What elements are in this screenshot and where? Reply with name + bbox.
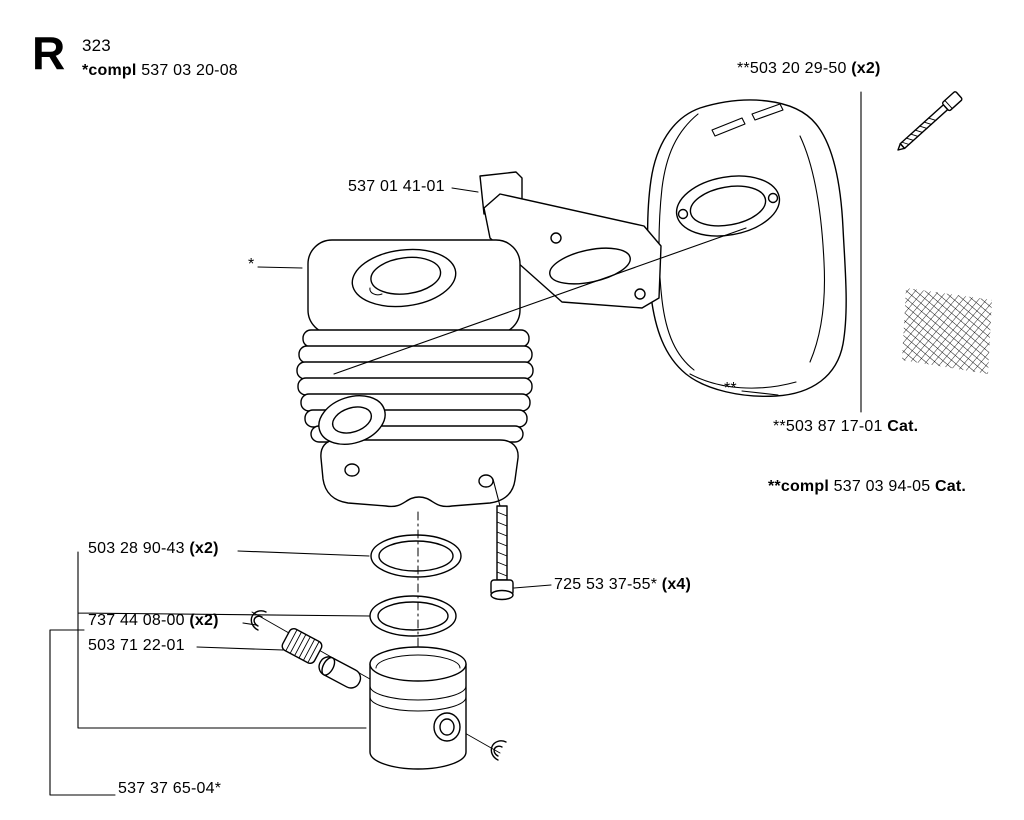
piston-ring-2-drawing bbox=[369, 595, 457, 637]
piston-pin-part-label: 503 71 22-01 bbox=[88, 637, 185, 654]
model-number: 323 bbox=[82, 36, 111, 55]
cylinder-drawing bbox=[296, 239, 534, 508]
bearing-drawing bbox=[281, 628, 323, 664]
spark-screen-drawing bbox=[902, 288, 992, 374]
muffler-compl-label: **compl 537 03 94-05 Cat. bbox=[768, 478, 967, 495]
piston-rings-part-label: 503 28 90-43 (x2) bbox=[88, 540, 219, 557]
gasket-drawing bbox=[479, 171, 662, 309]
piston-ring-1-drawing bbox=[370, 534, 462, 578]
piston-pin-drawing bbox=[318, 656, 362, 689]
circlip-1-drawing bbox=[250, 610, 267, 631]
assembly-compl-label: *compl 537 03 20-08 bbox=[82, 62, 238, 79]
circlip-2-drawing bbox=[490, 740, 507, 761]
leader-lines bbox=[49, 91, 862, 796]
piston-part-label: 537 37 65-04* bbox=[118, 780, 222, 797]
muffler-ref-mark: ** bbox=[724, 380, 737, 397]
bolt-drawing bbox=[897, 91, 963, 151]
muffler-drawing bbox=[646, 99, 847, 398]
screw-drawing bbox=[490, 505, 514, 601]
screen-kit-part-label: **503 87 17-01 Cat. bbox=[773, 418, 919, 435]
bolt-part-label: **503 20 29-50 (x2) bbox=[737, 60, 881, 77]
section-letter: R bbox=[32, 27, 66, 79]
screw-part-label: 725 53 37-55* (x4) bbox=[554, 576, 692, 593]
gasket-part-label: 537 01 41-01 bbox=[348, 178, 445, 195]
circlip-part-label: 737 44 08-00 (x2) bbox=[88, 612, 219, 629]
cylinder-ref-mark: * bbox=[248, 256, 255, 273]
piston-drawing bbox=[369, 646, 467, 770]
